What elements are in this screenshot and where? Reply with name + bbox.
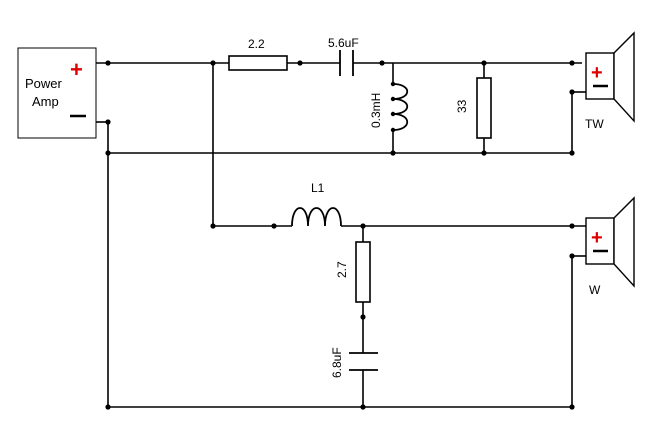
woofer-shunt-capacitor [349, 352, 378, 371]
tweeter-series-resistor [228, 55, 288, 71]
tweeter-speaker [585, 31, 635, 123]
wires [96, 62, 586, 408]
tweeter-label: TW [585, 117, 604, 131]
junction-dots [105, 60, 575, 410]
tweeter-shunt-resistor-label: 33 [455, 99, 469, 113]
tweeter-plus-terminal: + [591, 62, 603, 84]
tweeter-capacitor-label: 5.6uF [328, 36, 359, 50]
tweeter-inductor-label: 0.3mH [369, 93, 383, 128]
woofer-series-inductor [291, 207, 342, 227]
tweeter-series-capacitor [339, 50, 354, 76]
woofer-shunt-resistor [355, 241, 371, 303]
power-amp-label-line1: Power [25, 76, 63, 91]
power-amp-box [17, 47, 97, 139]
woofer-inductor-label: L1 [311, 181, 325, 195]
woofer-plus-terminal: + [591, 227, 603, 249]
woofer-resistor-label: 2.7 [335, 261, 349, 278]
woofer-label: W [589, 283, 601, 297]
woofer-capacitor-label: 6.8uF [330, 347, 344, 378]
tweeter-resistor-label: 2.2 [248, 37, 265, 51]
amp-plus-terminal: + [70, 57, 83, 82]
inductor-taps [390, 81, 396, 133]
woofer-speaker [585, 196, 635, 288]
power-amp-label-line2: Amp [32, 94, 59, 109]
tweeter-shunt-inductor [392, 83, 409, 131]
tweeter-shunt-resistor [476, 77, 492, 139]
